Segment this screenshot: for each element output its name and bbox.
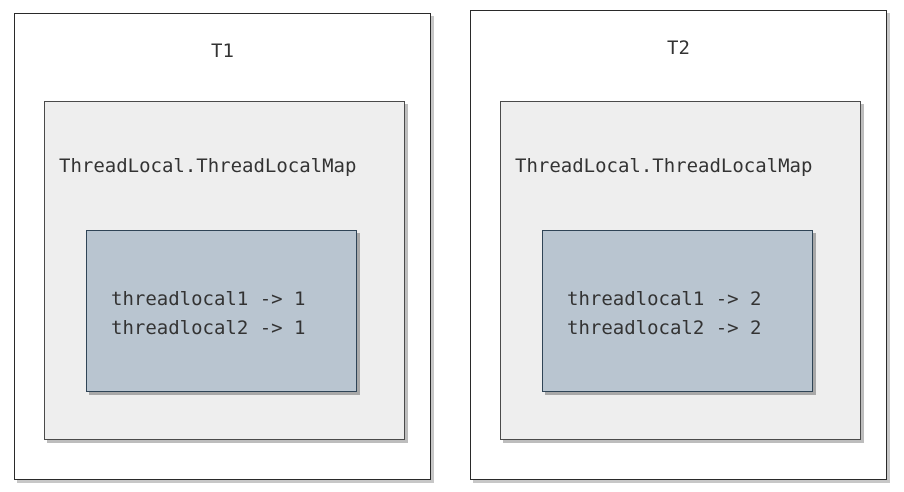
thread-t1-entry-2: threadlocal2 -> 1: [111, 317, 306, 339]
thread-t2-title: T2: [667, 37, 690, 59]
thread-t2-entries-box: threadlocal1 -> 2 threadlocal2 -> 2: [542, 230, 813, 392]
thread-t1-map-box: ThreadLocal.ThreadLocalMap threadlocal1 …: [44, 101, 405, 440]
thread-t1-entry-1: threadlocal1 -> 1: [111, 288, 306, 310]
thread-t2-entry-1: threadlocal1 -> 2: [567, 288, 762, 310]
thread-t1-box: T1 ThreadLocal.ThreadLocalMap threadloca…: [14, 13, 431, 480]
thread-t2-box: T2 ThreadLocal.ThreadLocalMap threadloca…: [470, 10, 887, 480]
thread-t2-entry-2: threadlocal2 -> 2: [567, 317, 762, 339]
thread-t1-title: T1: [211, 40, 234, 62]
thread-t1-map-label: ThreadLocal.ThreadLocalMap: [59, 155, 357, 177]
thread-t2-map-box: ThreadLocal.ThreadLocalMap threadlocal1 …: [500, 101, 861, 440]
thread-t2-map-label: ThreadLocal.ThreadLocalMap: [515, 155, 813, 177]
thread-t1-entries-box: threadlocal1 -> 1 threadlocal2 -> 1: [86, 230, 357, 392]
